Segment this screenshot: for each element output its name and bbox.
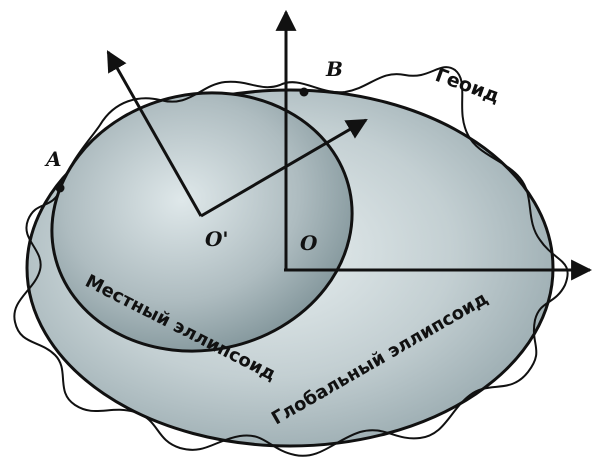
point-b-marker <box>300 88 309 97</box>
label-point-a: A <box>44 147 62 171</box>
label-point-b: B <box>325 57 343 81</box>
label-center-local: O' <box>205 227 229 251</box>
label-geoid: Геоид <box>432 64 502 107</box>
label-center-global: O <box>300 231 318 255</box>
point-a-marker <box>56 184 65 193</box>
